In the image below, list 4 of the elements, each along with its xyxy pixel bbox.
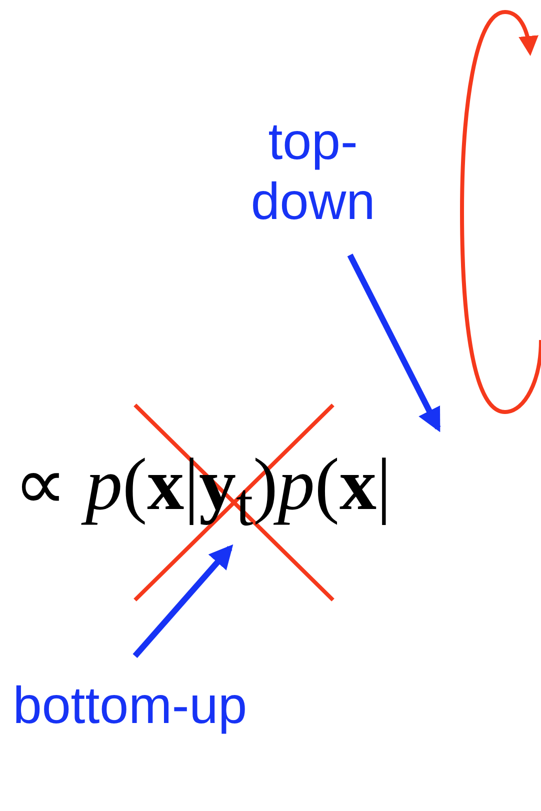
- arrow: [347, 254, 441, 432]
- arrow: [132, 544, 234, 658]
- annotation-label: top-down: [228, 112, 398, 232]
- annotation-label: bottom-up: [10, 676, 250, 736]
